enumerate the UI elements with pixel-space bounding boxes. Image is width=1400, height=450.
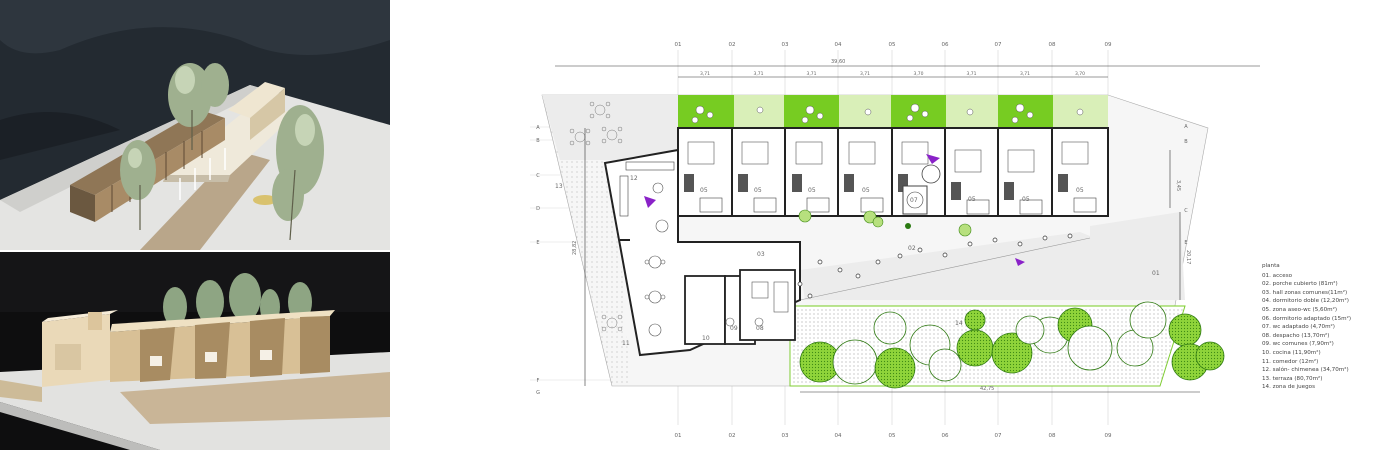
grid-label-top: 03 [782,42,789,48]
grid-letter-left: A [536,125,540,131]
grid-letter-right: A [1184,124,1188,130]
unit-label-4: 05 [862,187,870,194]
grid-label-top: 09 [1105,42,1112,48]
bay-width-label: 3,71 [806,71,816,77]
legend: planta 01. acceso 02. porche cubierto (81… [1262,262,1398,392]
room-label-porch: 02 [908,245,916,252]
unit-label-8: 05 [1076,187,1084,194]
grid-letter-right: B [1184,139,1188,145]
legend-item: 02. porche cubierto (81m²) [1262,281,1338,288]
room-label-kitchen: 10 [702,335,710,342]
dim-right-lower: 20,17 [1185,250,1191,264]
grid-letter-left: C [536,173,540,179]
grid-label-bottom: 08 [1049,433,1056,439]
grid-label-bottom: 01 [675,433,682,439]
unit-label-3: 05 [808,187,816,194]
legend-item: 12. salón- chimenea (34,70m²) [1262,367,1349,374]
legend-item: 14. zona de juegos [1262,384,1315,391]
grid-label-top: 01 [675,42,682,48]
unit-label-7: 05 [1022,196,1030,203]
grid-label-top: 07 [995,42,1002,48]
room-label-terrace: 13 [555,183,563,190]
room-label-play: 14 [955,320,963,327]
grid-label-bottom: 06 [942,433,949,439]
grid-letter-left: D [536,206,540,212]
grid-label-bottom: 03 [782,433,789,439]
bay-width-label: 3,71 [700,71,710,77]
dim-left: 28,82 [572,241,578,255]
legend-item: 08. despacho (13,70m²) [1262,332,1330,339]
legend-title: planta [1262,263,1280,269]
room-label-wc-common: 09 [730,325,738,332]
grid-label-top: 02 [729,42,736,48]
unit-label-2: 05 [754,187,762,194]
legend-item: 04. dormitorio doble (12,20m²) [1262,298,1349,305]
bay-width-label: 3,71 [753,71,763,77]
grid-label-bottom: 05 [889,433,896,439]
legend-item: 11. comedor (12m²) [1262,358,1319,365]
bay-width-label: 3,71 [1020,71,1030,77]
legend-item: 03. hall zonas comunes(11m²) [1262,289,1348,296]
legend-list: 01. acceso 02. porche cubierto (81m²)03. … [1262,272,1398,392]
grid-letter-left: B [536,138,540,144]
wc-label: 07 [910,197,918,204]
dim-bottom: 42,75 [980,386,994,392]
bay-width-label: 3,71 [860,71,870,77]
grid-label-bottom: 09 [1105,433,1112,439]
grid-label-bottom: 07 [995,433,1002,439]
room-label-office: 08 [756,325,764,332]
grid-label-bottom: 04 [835,433,842,439]
room-label-access: 01 [1152,270,1160,277]
legend-item: 09. wc comunes (7,90m²) [1262,341,1334,348]
unit-label-1: 05 [700,187,708,194]
grid-letter-left: E [536,240,539,246]
legend-item: 05. zona aseo-wc (5,60m²) [1262,306,1338,313]
grid-letter-left: F [537,378,540,384]
grid-label-top: 05 [889,42,896,48]
grid-letter-right: C [1184,208,1188,214]
floor-plan: 05 05 05 05 05 05 05 07 11 10 09 08 12 1… [530,42,1260,439]
legend-item: 07. wc adaptado (4,70m²) [1262,324,1335,331]
grid-label-top: 04 [835,42,842,48]
room-label-dining: 11 [622,340,630,347]
room-label-lounge: 12 [630,175,638,182]
model-photo-top [0,0,390,250]
legend-item: 06. dormitorio adaptado (15m²) [1262,315,1352,322]
bay-width-label: 3,70 [1075,71,1085,77]
model-photo-bottom [0,252,390,450]
unit-label-6: 05 [968,196,976,203]
bay-width-label: 3,70 [913,71,923,77]
room-label-hall: 03 [757,251,765,258]
legend-item: 10. cocina (11,90m²) [1262,349,1321,356]
legend-item: 13. terraza (80,70m²) [1262,375,1323,382]
grid-letter-left: G [536,390,540,396]
grid-label-top: 08 [1049,42,1056,48]
legend-item: 01. acceso [1262,272,1293,279]
dim-right-upper: 3,45 [1175,180,1181,191]
grid-letter-right: E [1184,240,1187,246]
dim-overall: 39,60 [831,59,845,65]
grid-label-bottom: 02 [729,433,736,439]
bay-width-label: 3,71 [966,71,976,77]
grid-label-top: 06 [942,42,949,48]
